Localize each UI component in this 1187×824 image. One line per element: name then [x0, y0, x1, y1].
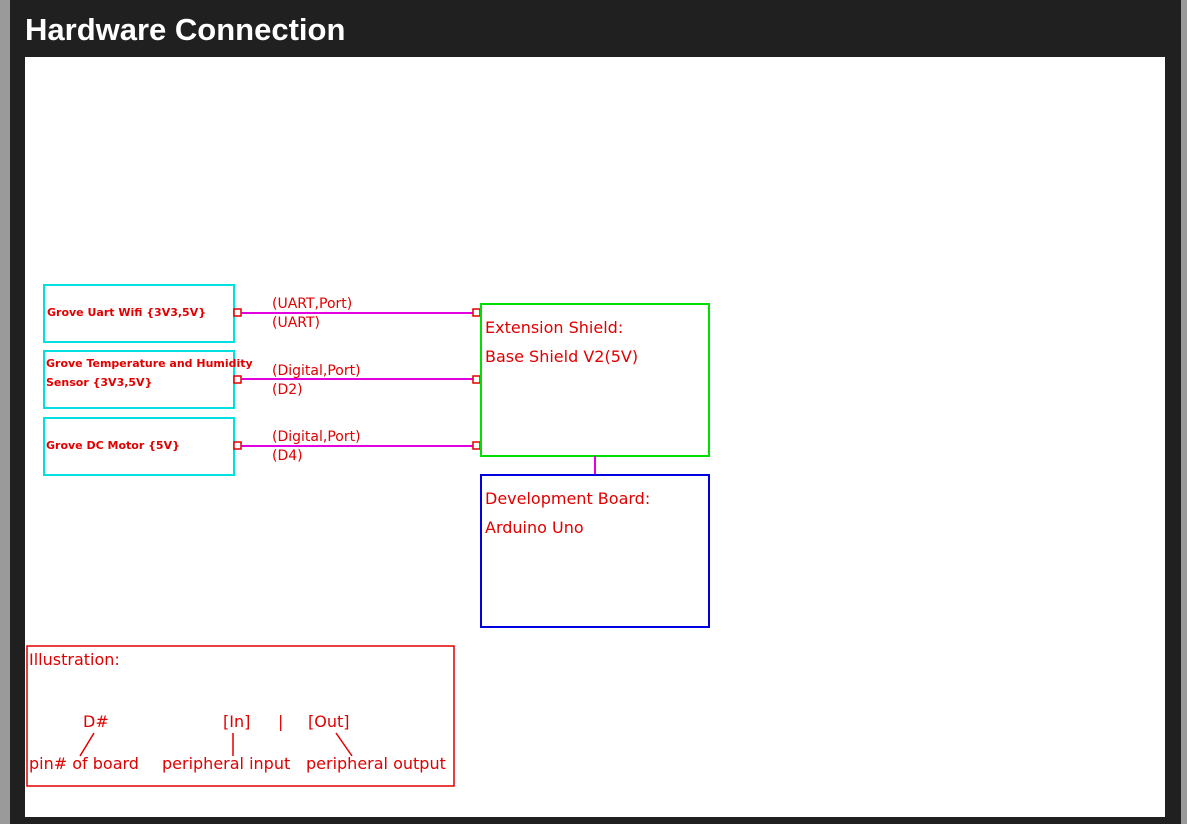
legend-separator: |	[278, 712, 283, 731]
legend-box	[26, 645, 455, 787]
legend-pin-pointer	[79, 732, 95, 757]
legend-pin-symbol: D#	[83, 712, 109, 731]
link-port-label: (UART)	[272, 315, 320, 331]
link-type-label: (UART,Port)	[272, 296, 352, 312]
peripheral-pin	[233, 375, 242, 384]
page-title: Hardware Connection	[25, 12, 346, 47]
shield-label: Extension Shield:	[485, 318, 623, 337]
peripheral-label-line-2: Sensor {3V3,5V}	[46, 376, 152, 389]
legend-in-caption: peripheral input	[162, 754, 290, 773]
legend-in-symbol: [In]	[223, 712, 250, 731]
link-type-label: (Digital,Port)	[272, 363, 361, 379]
peripheral-temp-humidity: Grove Temperature and Humidity Sensor {3…	[43, 350, 481, 409]
legend-out-caption: peripheral output	[306, 754, 446, 773]
link-port-label: (D4)	[272, 448, 303, 464]
shield-pin	[472, 441, 481, 450]
peripheral-pin	[233, 441, 242, 450]
legend-pin-caption: pin# of board	[29, 754, 139, 773]
development-board: Development Board: Arduino Uno	[480, 474, 710, 628]
legend-out-pointer	[335, 732, 353, 757]
legend-out-symbol: [Out]	[308, 712, 350, 731]
link-type-label: (Digital,Port)	[272, 429, 361, 445]
board-name: Arduino Uno	[485, 518, 584, 537]
board-label: Development Board:	[485, 489, 650, 508]
shield-pin	[472, 308, 481, 317]
legend-title: Illustration:	[29, 650, 120, 669]
peripheral-pin	[233, 308, 242, 317]
peripheral-dc-motor: Grove DC Motor {5V} (Digital,Port) (D4)	[43, 417, 481, 476]
board-box	[480, 474, 710, 628]
diagram-canvas: Grove Uart Wifi {3V3,5V} (UART,Port) (UA…	[25, 57, 1165, 817]
peripheral-label-line-1: Grove Temperature and Humidity	[46, 357, 253, 370]
peripheral-label: Grove DC Motor {5V}	[46, 439, 180, 452]
connection-diagram: Grove Uart Wifi {3V3,5V} (UART,Port) (UA…	[26, 284, 710, 787]
peripheral-label: Grove Uart Wifi {3V3,5V}	[47, 306, 206, 319]
link-port-label: (D2)	[272, 382, 303, 398]
extension-shield: Extension Shield: Base Shield V2(5V)	[480, 303, 710, 457]
illustration-legend: Illustration: D# [In] | [Out] pin# of bo…	[26, 645, 455, 787]
peripheral-uart-wifi: Grove Uart Wifi {3V3,5V} (UART,Port) (UA…	[43, 284, 481, 343]
shield-pin	[472, 375, 481, 384]
shield-name: Base Shield V2(5V)	[485, 347, 638, 366]
